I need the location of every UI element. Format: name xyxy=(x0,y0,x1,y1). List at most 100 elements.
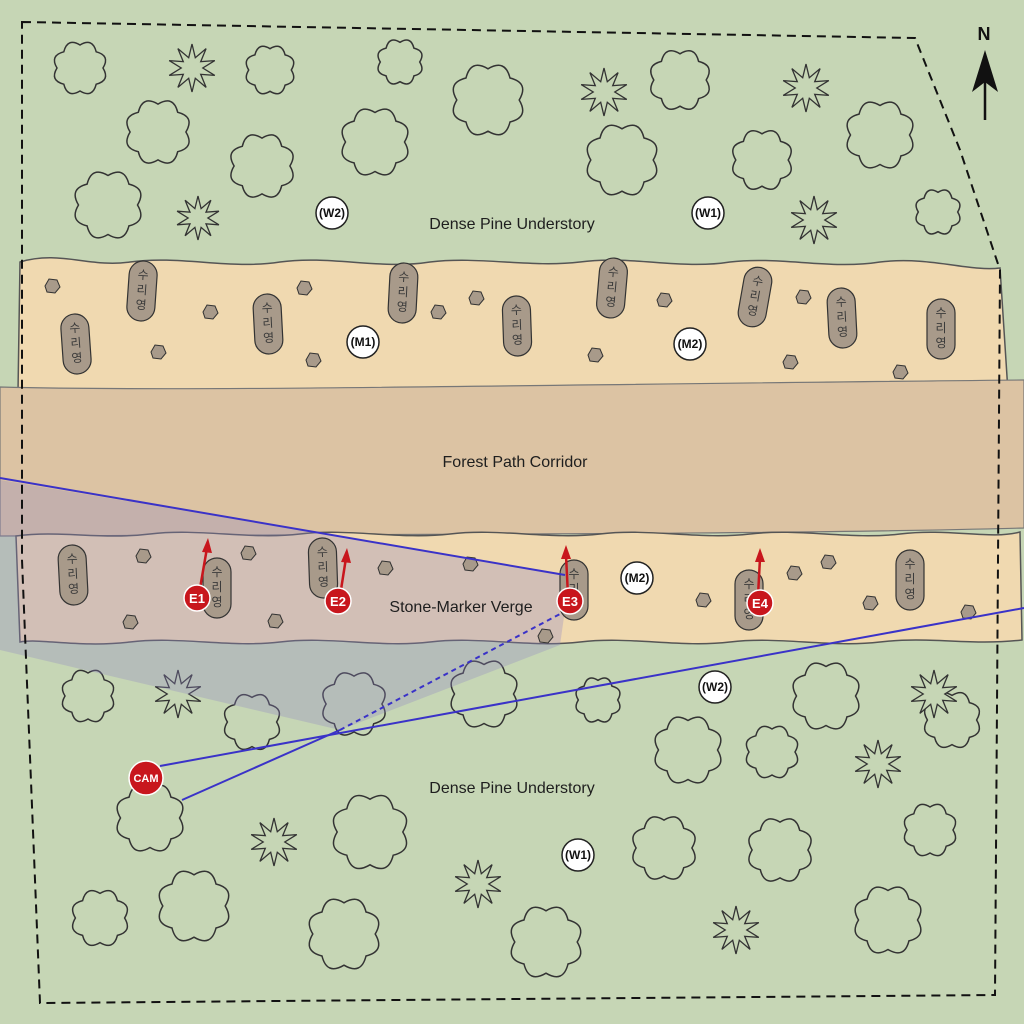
stone-inscription: 수 xyxy=(751,273,764,289)
rock-icon xyxy=(305,352,322,368)
pine-star-icon xyxy=(854,739,902,789)
deciduous-tree-icon xyxy=(322,672,386,736)
deciduous-tree-icon xyxy=(245,45,295,95)
rock-icon xyxy=(468,290,485,306)
stone-inscription: 리 xyxy=(70,336,82,351)
rock-icon xyxy=(430,304,447,320)
deciduous-tree-icon xyxy=(632,816,696,880)
deciduous-tree-icon xyxy=(74,171,142,239)
deciduous-tree-icon xyxy=(332,794,408,870)
marker-south-m2[interactable]: (M2) xyxy=(620,561,654,595)
evidence-e4[interactable]: E4 xyxy=(746,548,774,617)
deciduous-tree-icon xyxy=(846,101,914,169)
deciduous-tree-icon xyxy=(586,124,658,196)
south-tree-cluster xyxy=(61,660,981,978)
north-arrow-icon: N xyxy=(972,24,998,120)
rock-icon xyxy=(820,554,837,570)
stone-inscription: 리 xyxy=(262,316,274,331)
evidence-e1-label: E1 xyxy=(189,591,205,606)
stone-inscription: 영 xyxy=(211,595,222,609)
north-understory-label: Dense Pine Understory xyxy=(429,216,594,233)
rock-icon xyxy=(656,292,673,308)
stone-inscription: 영 xyxy=(743,607,754,621)
marker-north-w2-label: (W2) xyxy=(319,206,345,220)
marker-south-m2-label: (M2) xyxy=(625,571,650,585)
stone-inscription: 수 xyxy=(69,321,81,336)
deciduous-tree-icon xyxy=(116,784,184,852)
stone-marker-icon: 수리영 xyxy=(501,295,533,357)
deciduous-tree-icon xyxy=(575,677,621,723)
stone-inscription: 영 xyxy=(71,351,83,366)
stone-inscription: 수 xyxy=(835,295,847,310)
stone-marker-icon: 수리영 xyxy=(126,260,158,322)
rock-icon xyxy=(202,304,219,320)
deciduous-tree-icon xyxy=(854,886,922,954)
pine-star-icon xyxy=(782,63,830,113)
stone-inscription: 수 xyxy=(511,303,523,317)
marker-north-m1-label: (M1) xyxy=(351,335,376,349)
evidence-e1[interactable]: E1 xyxy=(183,538,212,612)
deciduous-tree-icon xyxy=(308,898,380,970)
pine-star-icon xyxy=(580,67,628,117)
rock-icon xyxy=(782,354,799,370)
stone-inscription: 수 xyxy=(904,557,915,571)
evidence-e3[interactable]: E3 xyxy=(556,545,584,615)
stone-inscription: 수 xyxy=(935,306,946,320)
rock-icon xyxy=(795,289,812,305)
rock-icon xyxy=(240,545,257,561)
evidence-e2[interactable]: E2 xyxy=(324,548,352,615)
stone-inscription: 영 xyxy=(746,303,759,319)
marker-north-w2[interactable]: (W2) xyxy=(315,196,349,230)
marker-north-w1-label: (W1) xyxy=(695,206,721,220)
deciduous-tree-icon xyxy=(158,870,230,942)
rock-icon xyxy=(960,604,977,620)
corridor-label: Forest Path Corridor xyxy=(443,454,589,471)
stone-inscription: 영 xyxy=(318,575,330,589)
deciduous-tree-icon xyxy=(745,725,799,779)
camera-marker-icon[interactable]: CAM xyxy=(128,760,164,796)
marker-north-m1[interactable]: (M1) xyxy=(346,325,380,359)
deciduous-tree-icon xyxy=(377,39,423,85)
stone-inscription: 리 xyxy=(317,560,329,574)
stone-inscription: 영 xyxy=(605,294,617,309)
stone-inscription: 영 xyxy=(263,331,275,346)
rock-icon xyxy=(296,280,313,296)
stone-marker-icon: 수리영 xyxy=(737,266,773,328)
marker-north-m2-label: (M2) xyxy=(678,337,703,351)
stone-inscription: 영 xyxy=(837,325,849,340)
stone-inscription: 수 xyxy=(568,567,579,581)
rock-icon xyxy=(462,556,479,572)
stone-inscription: 영 xyxy=(512,333,524,347)
deciduous-tree-icon xyxy=(650,50,710,110)
evidence-e3-label: E3 xyxy=(562,594,578,609)
pine-star-icon xyxy=(910,669,958,719)
pine-star-icon xyxy=(454,859,502,909)
stone-inscription: 수 xyxy=(607,265,619,280)
marker-south-w1-label: (W1) xyxy=(565,848,591,862)
site-boundary xyxy=(21,20,1002,1005)
marker-north-w1[interactable]: (W1) xyxy=(691,196,725,230)
stone-marker-icon: 수리영 xyxy=(60,313,92,375)
verge-label: Stone-Marker Verge xyxy=(389,599,532,616)
marker-north-m2[interactable]: (M2) xyxy=(673,327,707,361)
marker-south-w1[interactable]: (W1) xyxy=(561,838,595,872)
stone-inscription: 수 xyxy=(66,552,78,567)
evidence-e4-label: E4 xyxy=(752,596,769,611)
rock-icon xyxy=(44,278,61,294)
rock-icon xyxy=(862,595,879,611)
deciduous-tree-icon xyxy=(53,41,107,95)
rock-icon xyxy=(267,613,284,629)
deciduous-tree-icon xyxy=(915,189,961,235)
deciduous-tree-icon xyxy=(923,691,981,749)
rock-icon xyxy=(377,560,394,576)
stone-inscription: 영 xyxy=(904,587,915,601)
stone-marker-icon: 수리영 xyxy=(307,537,339,599)
rock-icon xyxy=(122,614,139,630)
pine-star-icon xyxy=(712,905,760,955)
stone-marker-icon: 수리영 xyxy=(387,262,419,324)
rock-icon xyxy=(695,592,712,608)
rock-scatter xyxy=(44,278,977,644)
marker-south-w2[interactable]: (W2) xyxy=(698,670,732,704)
stone-inscription: 리 xyxy=(211,580,222,594)
